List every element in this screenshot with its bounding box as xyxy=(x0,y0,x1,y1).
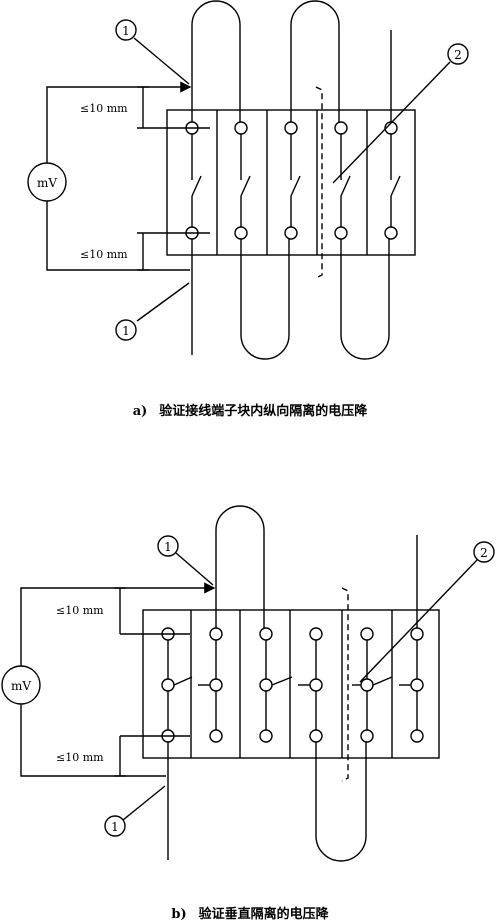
callout-b-1-top-leader xyxy=(175,552,214,586)
terminal-a-1 xyxy=(185,121,202,240)
svg-text:1: 1 xyxy=(122,324,130,338)
dimension-b-bottom: ≤10 mm xyxy=(56,751,104,764)
caption-b: b) 验证垂直隔离的电压降 xyxy=(0,903,500,922)
terminal-a-5 xyxy=(384,121,401,240)
terminal-b-3 xyxy=(259,627,293,743)
callout-b-1-top: 1 xyxy=(157,535,179,557)
mv-meter-a: mV xyxy=(27,162,67,202)
wire-loop-a-2 xyxy=(290,0,340,122)
caption-a-tag: a) xyxy=(132,404,148,419)
meter-wire-a-top xyxy=(46,81,192,163)
terminal-b-1 xyxy=(161,627,193,743)
dimension-b-top: ≤10 mm xyxy=(56,604,104,617)
svg-text:2: 2 xyxy=(480,546,488,560)
terminal-a-3 xyxy=(284,121,301,240)
callout-a-1-top-leader xyxy=(133,37,190,85)
dimension-a-top: ≤10 mm xyxy=(80,102,128,115)
wire-loop-a-1 xyxy=(191,0,241,122)
terminal-b-4 xyxy=(298,627,323,743)
callout-a-2: 2 xyxy=(447,43,469,65)
svg-text:1: 1 xyxy=(122,24,130,38)
caption-b-text: 验证垂直隔离的电压降 xyxy=(198,907,329,922)
svg-text:1: 1 xyxy=(111,820,119,834)
isolation-bracket-b xyxy=(341,587,349,782)
caption-a-text: 验证接线端子块内纵向隔离的电压降 xyxy=(159,404,368,419)
callout-a-1-bottom: 1 xyxy=(115,319,137,341)
wire-loop-b-1 xyxy=(215,505,265,628)
meter-wire-b-top xyxy=(20,582,216,666)
callout-b-1-bottom: 1 xyxy=(104,815,126,837)
svg-text:1: 1 xyxy=(164,540,172,554)
caption-b-tag: b) xyxy=(171,907,187,922)
svg-text:mV: mV xyxy=(11,679,31,693)
callout-a-1-top: 1 xyxy=(115,19,137,41)
callout-b-2-leader xyxy=(359,559,478,683)
callout-b-1-bottom-leader xyxy=(122,785,166,821)
figure-b xyxy=(20,505,478,862)
terminal-a-4 xyxy=(334,121,351,240)
terminal-b-2 xyxy=(198,627,223,743)
wire-loop-a-3 xyxy=(240,239,290,360)
meter-wire-b-bottom xyxy=(20,704,166,777)
terminal-a-2 xyxy=(234,121,251,240)
callout-a-2-leader xyxy=(332,61,451,184)
dimension-a-bottom: ≤10 mm xyxy=(80,248,128,261)
mv-meter-b: mV xyxy=(1,665,41,705)
svg-text:mV: mV xyxy=(37,176,57,190)
terminal-b-5 xyxy=(352,627,393,743)
wire-loop-b-2 xyxy=(315,742,367,862)
isolation-bracket-a xyxy=(315,86,323,279)
terminal-b-6 xyxy=(399,627,424,743)
callout-b-2: 2 xyxy=(473,541,495,563)
wire-loop-a-4 xyxy=(340,239,390,360)
svg-text:2: 2 xyxy=(454,48,462,62)
terminal-block-b xyxy=(142,609,440,759)
callout-a-1-bottom-leader xyxy=(136,282,190,322)
caption-a: a) 验证接线端子块内纵向隔离的电压降 xyxy=(0,400,500,419)
figure-a xyxy=(46,0,451,360)
